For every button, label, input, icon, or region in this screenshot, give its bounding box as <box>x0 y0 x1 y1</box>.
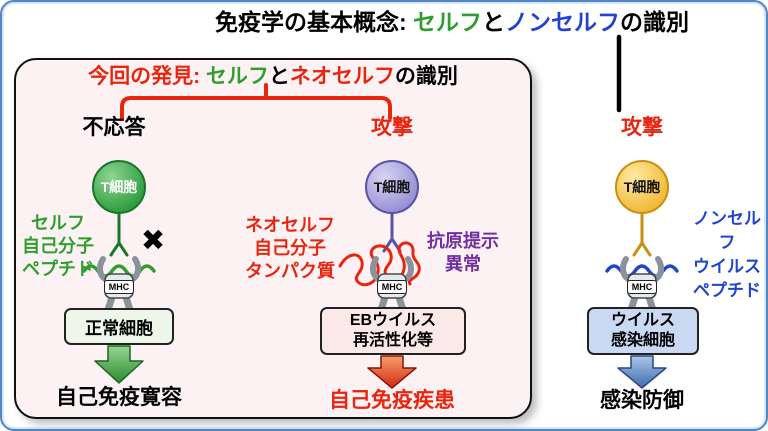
main-title-suffix: の識別 <box>620 9 690 35</box>
down-arrow-right-icon <box>617 355 667 389</box>
cell-box-normal: 正常細胞 <box>64 308 174 345</box>
mhc-label-right: MHC <box>627 280 657 294</box>
main-title: 免疫学の基本概念: セルフとノンセルフの識別 <box>152 9 752 35</box>
discovery-title-self: セルフ <box>205 65 269 88</box>
cell-box-virus-infected: ウイルス 感染細胞 <box>587 307 699 355</box>
response-label-middle: 攻撃 <box>371 116 413 139</box>
outcome-right: 感染防御 <box>600 389 684 412</box>
t-cell-left: T細胞 <box>92 160 146 214</box>
self-peptide-label: セルフ 自己分子 ペプチド <box>22 213 94 279</box>
mhc-label-left: MHC <box>104 280 134 294</box>
antigen-presentation-label: 抗原提示 異常 <box>427 231 499 274</box>
main-title-nonself: ノンセルフ <box>505 9 621 35</box>
t-cell-right-label: T細胞 <box>623 179 661 195</box>
mhc-label-middle: MHC <box>377 280 407 294</box>
discovery-title-suffix: の識別 <box>394 65 458 88</box>
outcome-left: 自己免疫寛容 <box>56 386 182 409</box>
discovery-title: 今回の発見: セルフとネオセルフの識別 <box>24 65 522 89</box>
outcome-middle: 自己免疫疾患 <box>329 389 455 412</box>
t-cell-right: T細胞 <box>615 160 669 214</box>
neoself-protein-label: ネオセルフ 自己分子 タンパク質 <box>245 215 335 281</box>
nonself-peptide-label: ノンセルフ ウイルス ペプチド <box>693 209 761 300</box>
block-x-mark: ✖ <box>140 225 166 257</box>
main-title-self: セルフ <box>413 9 483 35</box>
cell-box-eb-virus: EBウイルス 再活性化等 <box>320 307 466 355</box>
t-cell-middle-label: T細胞 <box>373 179 411 195</box>
response-label-left: 不応答 <box>82 116 146 139</box>
response-label-right: 攻撃 <box>621 116 663 139</box>
discovery-title-prefix: 今回の発見: <box>88 65 206 88</box>
main-title-and: と <box>482 9 506 35</box>
t-cell-middle: T細胞 <box>365 160 419 214</box>
discovery-title-neoself: ネオセルフ <box>289 65 395 88</box>
discovery-title-and: と <box>268 65 290 88</box>
peptide-wave-right-icon <box>605 264 679 278</box>
tcr-right-icon <box>632 211 652 257</box>
main-title-prefix: 免疫学の基本概念: <box>214 9 414 35</box>
t-cell-left-label: T細胞 <box>100 179 138 195</box>
